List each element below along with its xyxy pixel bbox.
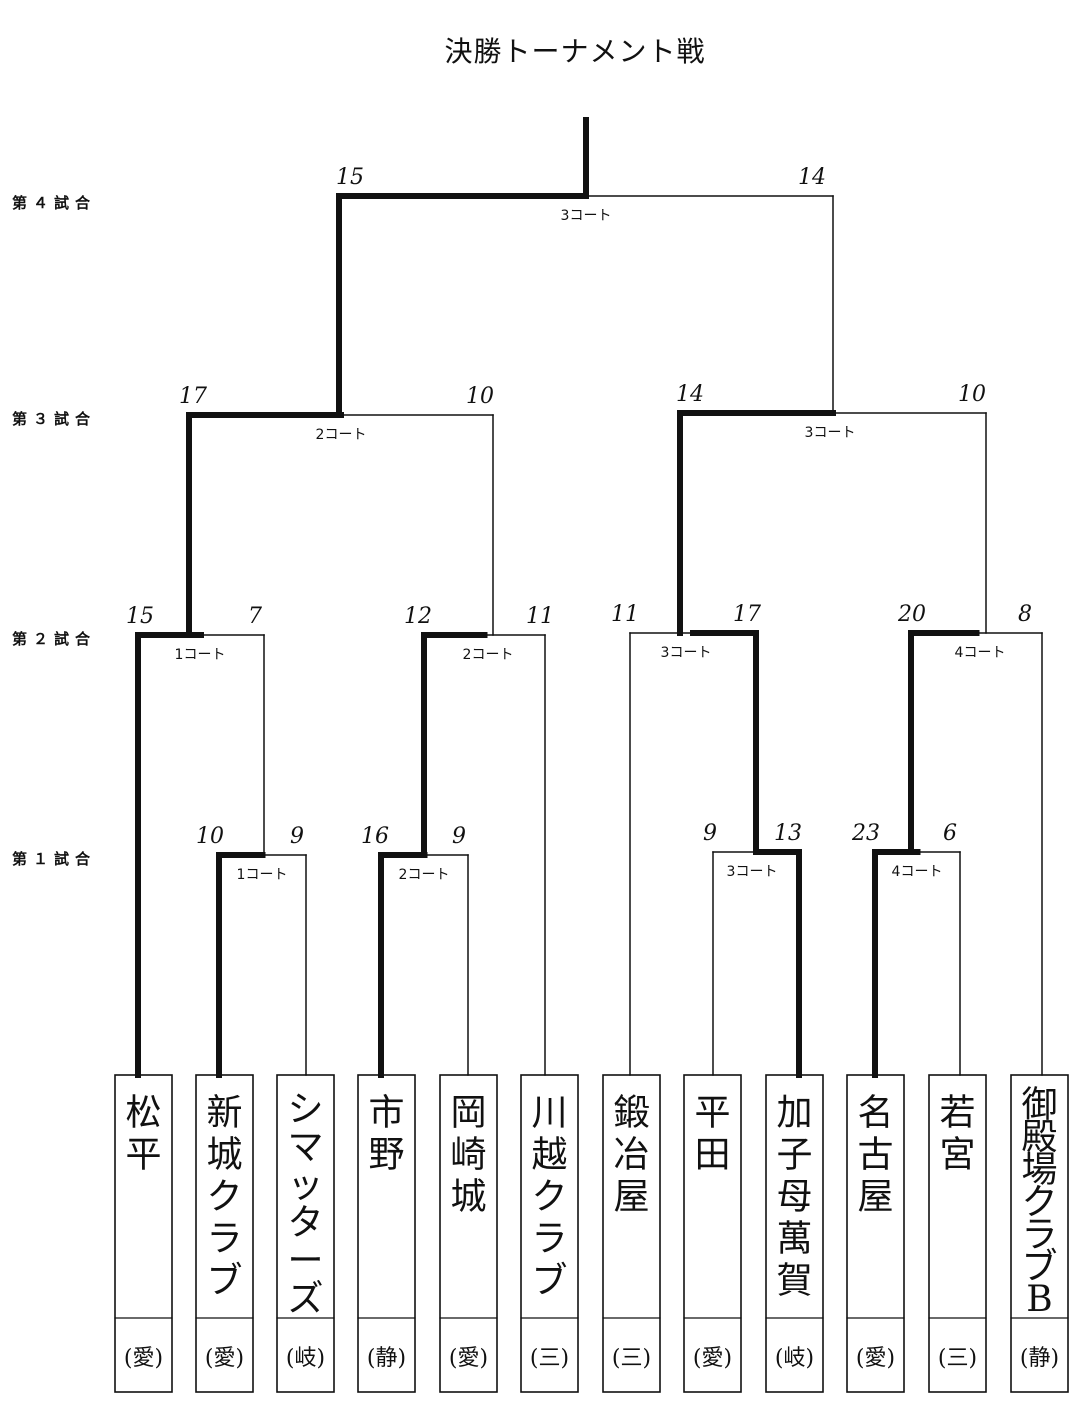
score-right: 14 bbox=[798, 165, 826, 190]
team-prefecture: (三) bbox=[530, 1346, 569, 1371]
team-box bbox=[357, 1074, 416, 1393]
team-name: 平田 bbox=[694, 1093, 730, 1176]
team-name: 若宮 bbox=[939, 1093, 975, 1176]
score-left: 12 bbox=[404, 604, 432, 629]
team-name: 松平 bbox=[125, 1093, 161, 1176]
team-prefecture: (静) bbox=[1020, 1346, 1059, 1371]
team-prefecture: (静) bbox=[367, 1346, 406, 1371]
score-left: 15 bbox=[336, 165, 364, 190]
team-box bbox=[195, 1074, 254, 1393]
team-name: 鍛冶屋 bbox=[613, 1093, 649, 1218]
team-box bbox=[1010, 1074, 1069, 1393]
team-prefecture: (愛) bbox=[124, 1346, 163, 1371]
round-label-3: 第３試合 bbox=[12, 410, 97, 428]
team-name: 名古屋 bbox=[857, 1093, 893, 1218]
team-prefecture: (岐) bbox=[775, 1346, 814, 1371]
team-box bbox=[520, 1074, 579, 1393]
score-right: 11 bbox=[526, 604, 554, 629]
court-label: 1コート bbox=[175, 647, 226, 663]
score-right: 10 bbox=[466, 384, 494, 409]
court-label: 3コート bbox=[561, 208, 612, 224]
court-label: 2コート bbox=[399, 867, 450, 883]
team-box bbox=[928, 1074, 987, 1393]
score-left: 9 bbox=[703, 821, 717, 846]
score-left: 10 bbox=[196, 824, 224, 849]
court-label: 2コート bbox=[463, 647, 514, 663]
team-box bbox=[602, 1074, 661, 1393]
score-right: 17 bbox=[733, 602, 761, 627]
team-prefecture: (愛) bbox=[856, 1346, 895, 1371]
team-prefecture: (岐) bbox=[286, 1346, 325, 1371]
score-left: 17 bbox=[179, 384, 207, 409]
score-right: 8 bbox=[1018, 602, 1032, 627]
team-prefecture: (愛) bbox=[693, 1346, 732, 1371]
score-left: 16 bbox=[361, 824, 389, 849]
page-title: 決勝トーナメント戦 bbox=[444, 35, 706, 68]
round-label-2: 第２試合 bbox=[12, 630, 97, 648]
score-right: 9 bbox=[452, 824, 466, 849]
score-left: 20 bbox=[897, 602, 926, 627]
team-name: 加子母萬賀 bbox=[776, 1093, 812, 1302]
score-right: 9 bbox=[290, 824, 304, 849]
score-right: 7 bbox=[248, 604, 262, 629]
court-label: 2コート bbox=[316, 427, 367, 443]
court-label: 3コート bbox=[727, 864, 778, 880]
team-box bbox=[765, 1074, 824, 1393]
team-name: 市野 bbox=[368, 1093, 404, 1176]
court-label: 4コート bbox=[955, 645, 1006, 661]
score-right: 10 bbox=[958, 382, 986, 407]
team-name: 川越クラブ bbox=[531, 1093, 567, 1302]
team-name: シマッターズ bbox=[287, 1089, 323, 1319]
round-label-1: 第１試合 bbox=[12, 850, 97, 868]
score-left: 15 bbox=[126, 604, 154, 629]
team-box bbox=[114, 1074, 173, 1393]
score-left: 11 bbox=[611, 602, 639, 627]
team-prefecture: (愛) bbox=[205, 1346, 244, 1371]
court-label: 4コート bbox=[892, 864, 943, 880]
team-prefecture: (三) bbox=[612, 1346, 651, 1371]
court-label: 3コート bbox=[661, 645, 712, 661]
team-name: 新城クラブ bbox=[206, 1093, 242, 1302]
team-prefecture: (愛) bbox=[449, 1346, 488, 1371]
score-right: 13 bbox=[774, 821, 802, 846]
score-right: 6 bbox=[943, 821, 957, 846]
score-left: 14 bbox=[676, 382, 704, 407]
court-label: 3コート bbox=[805, 425, 856, 441]
score-left: 23 bbox=[851, 821, 880, 846]
court-label: 1コート bbox=[237, 867, 288, 883]
team-prefecture: (三) bbox=[938, 1346, 977, 1371]
team-name: 岡崎城 bbox=[450, 1093, 486, 1218]
round-label-4: 第４試合 bbox=[12, 194, 97, 212]
